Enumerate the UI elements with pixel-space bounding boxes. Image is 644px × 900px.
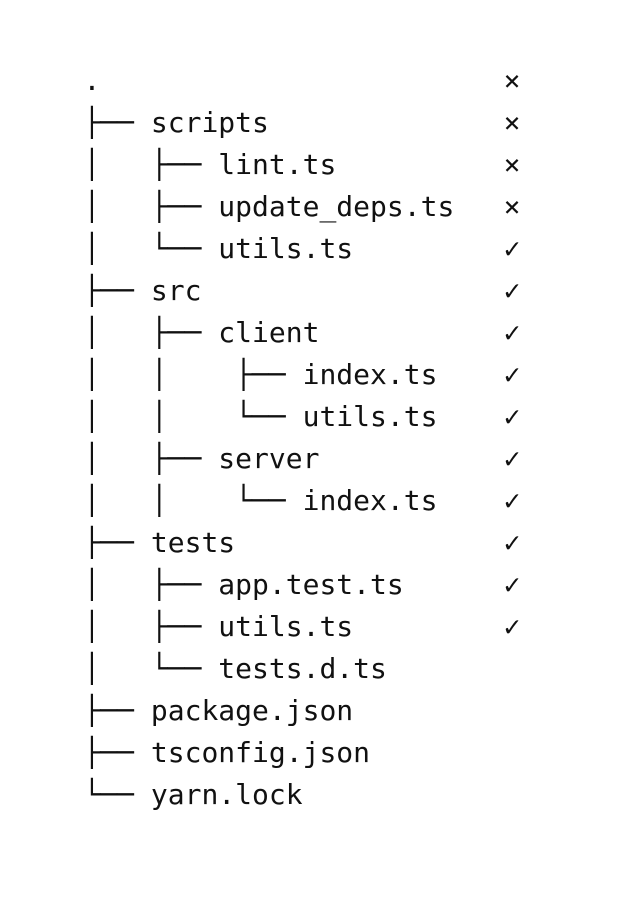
tree-row-client[interactable]: │ ├── client ✓ [16,270,616,349]
tree-root: . [16,18,616,97]
file-name: yarn.lock [150,778,303,811]
status-check-icon: ✓ [503,610,521,643]
file-name: utils.ts [218,232,354,265]
file-tree: . ├── scripts × │ ├── lint.ts × │ ├── up… [16,18,616,811]
status-cross-icon: × [503,148,521,181]
tree-row-tests-utils-ts[interactable]: │ ├── utils.ts ✓ [16,564,616,643]
tree-row-update-deps-ts[interactable]: │ ├── update_deps.ts × [16,144,616,223]
status-check-icon: ✓ [503,526,521,559]
file-name: update_deps.ts [218,190,455,223]
tree-row-server-index-ts[interactable]: │ │ └── index.ts ✓ [16,438,616,517]
status-cross-icon: × [503,106,521,139]
folder-name: tests [150,526,236,559]
folder-name: scripts [150,106,269,139]
tree-row-scripts[interactable]: ├── scripts × [16,60,616,139]
tree-row-server[interactable]: │ ├── server ✓ [16,396,616,475]
tree-branch: └── [83,778,151,811]
tree-branch: ├── [83,274,151,307]
status-cross-icon: × [503,64,521,97]
file-name: index.ts [302,484,438,517]
tree-row-tsconfig-json[interactable]: ├── tsconfig.json [16,690,616,769]
tree-branch: ├── [83,736,151,769]
tree-row-client-index-ts[interactable]: │ │ ├── index.ts ✓ [16,312,616,391]
status-check-icon: ✓ [503,400,521,433]
file-name: tests.d.ts [218,652,387,685]
file-name: package.json [150,694,354,727]
tree-branch: │ ├── [83,316,219,349]
tree-row-package-json[interactable]: ├── package.json [16,648,616,727]
file-name: index.ts [302,358,438,391]
status-cross-icon: × [503,190,521,223]
tree-branch: │ ├── [83,148,219,181]
tree-branch: │ │ └── [83,484,303,517]
file-name: utils.ts [302,400,438,433]
tree-branch: │ └── [83,652,219,685]
tree-row-app-test-ts[interactable]: │ ├── app.test.ts ✓ [16,522,616,601]
tree-row-src[interactable]: ├── src ✓ [16,228,616,307]
status-check-icon: ✓ [503,274,521,307]
tree-row-lint-ts[interactable]: │ ├── lint.ts × [16,102,616,181]
tree-branch: │ ├── [83,568,219,601]
file-name: tsconfig.json [150,736,371,769]
tree-row-scripts-utils-ts[interactable]: │ └── utils.ts × [16,186,616,265]
folder-name: client [218,316,320,349]
tree-row-yarn-lock[interactable]: └── yarn.lock [16,732,616,811]
status-check-icon: ✓ [503,232,521,265]
tree-branch: │ ├── [83,610,219,643]
tree-branch: │ │ └── [83,400,303,433]
folder-name: src [150,274,202,307]
folder-name: server [218,442,320,475]
tree-row-tests[interactable]: ├── tests ✓ [16,480,616,559]
status-check-icon: ✓ [503,316,521,349]
status-check-icon: ✓ [503,568,521,601]
status-check-icon: ✓ [503,442,521,475]
file-name: utils.ts [218,610,354,643]
tree-branch: ├── [83,694,151,727]
tree-branch: │ ├── [83,442,219,475]
file-name: app.test.ts [218,568,404,601]
tree-row-client-utils-ts[interactable]: │ │ └── utils.ts ✓ [16,354,616,433]
root-label: . [83,64,101,97]
tree-branch: ├── [83,526,151,559]
file-name: lint.ts [218,148,337,181]
tree-branch: │ │ ├── [83,358,303,391]
status-check-icon: ✓ [503,484,521,517]
tree-row-tests-d-ts[interactable]: │ └── tests.d.ts ✓ [16,606,616,685]
tree-branch: │ └── [83,232,219,265]
status-check-icon: ✓ [503,358,521,391]
tree-branch: │ ├── [83,190,219,223]
tree-branch: ├── [83,106,151,139]
